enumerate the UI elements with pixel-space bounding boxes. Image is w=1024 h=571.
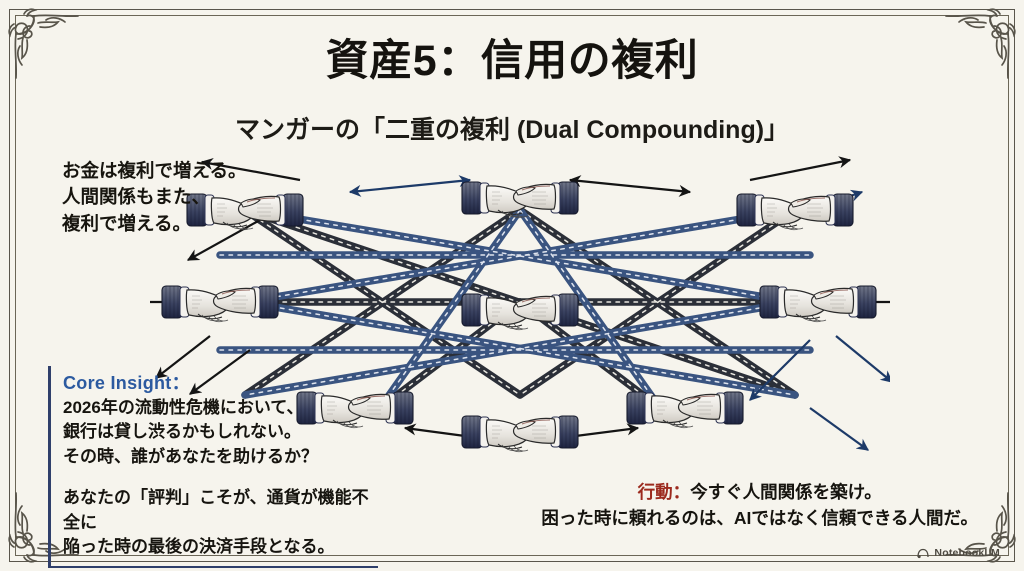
action-line-1: 行動：今すぐ人間関係を築け。	[541, 479, 978, 505]
action-keyword: 行動：	[637, 481, 691, 502]
action-line-2: 困った時に頼れるのは、AIではなく信頼できる人間だ。	[541, 507, 978, 528]
core-insight-block: Core Insight： 2026年の流動性危機において、 銀行は貸し渋るかも…	[48, 366, 378, 568]
core-insight-label: Core Insight：	[63, 373, 190, 393]
notebooklm-watermark: NotebookLM	[917, 547, 1000, 559]
rope-edges	[216, 206, 814, 412]
handshake-network-diagram	[150, 150, 890, 470]
page-title: 資産5：信用の複利	[325, 37, 699, 85]
note-top-left: お金は複利で増える。 人間関係もまた、 複利で増える。	[62, 160, 247, 234]
notebooklm-label: NotebookLM	[934, 547, 1000, 559]
action-block: 行動：今すぐ人間関係を築け。 困った時に頼れるのは、AIではなく信頼できる人間だ…	[541, 479, 978, 532]
core-insight-paragraph-2: あなたの「評判」こそが、通貨が機能不全に 陥った時の最後の決済手段となる。	[63, 488, 369, 557]
core-insight-paragraph-1: 2026年の流動性危機において、 銀行は貸し渋るかもしれない。 その時、誰があな…	[63, 398, 318, 466]
page-subtitle: マンガーの「二重の複利 (Dual Compounding)」	[234, 116, 790, 144]
handshake-icon	[626, 391, 744, 429]
handshake-icon	[736, 193, 854, 231]
notebooklm-icon	[917, 548, 930, 559]
handshake-icon	[161, 285, 279, 323]
handshake-icon	[461, 415, 579, 453]
action-line-1-text: 今すぐ人間関係を築け。	[690, 481, 882, 502]
handshake-icon	[759, 285, 877, 323]
